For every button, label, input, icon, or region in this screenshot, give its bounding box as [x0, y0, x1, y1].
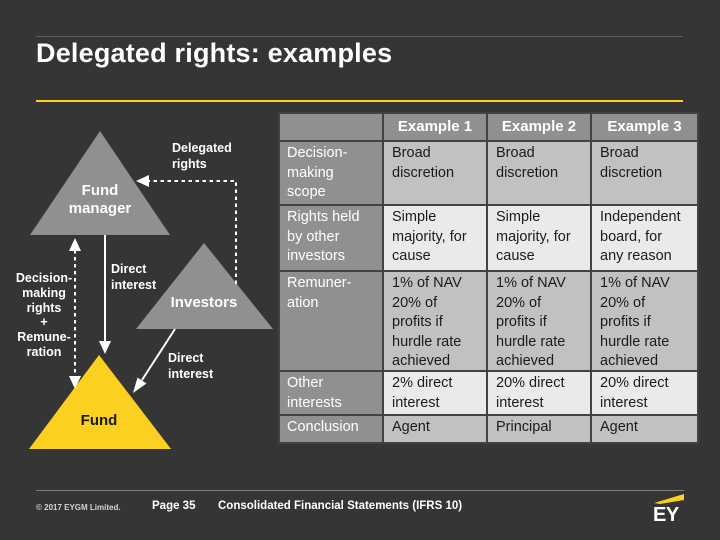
- fund-triangle: [29, 355, 171, 449]
- table-cell: 2% direct interest: [384, 372, 486, 414]
- table-column-header: Example 3: [592, 114, 697, 140]
- table-row-label: Rights held by other investors: [280, 206, 382, 270]
- investors-label: Investors: [170, 294, 238, 311]
- direct-interest-manager-arrowhead: [99, 341, 111, 354]
- decision-rights-arrowhead-up: [69, 238, 81, 251]
- top-divider-line: [36, 36, 683, 37]
- delegated-rights-label: Delegated rights: [172, 141, 232, 171]
- decision-rights-arrowhead-down: [69, 376, 81, 389]
- table-cell: Agent: [384, 416, 486, 442]
- table-column-header: Example 2: [488, 114, 590, 140]
- table-column-header: Example 1: [384, 114, 486, 140]
- table-row-label: Decision- making scope: [280, 142, 382, 204]
- title-accent-line: [36, 100, 683, 102]
- direct-interest-investors-arrowhead: [133, 377, 147, 393]
- table-cell: 1% of NAV 20% of profits if hurdle rate …: [592, 272, 697, 370]
- decision-making-rights-label: Decision- making rights + Remune- ration: [15, 271, 73, 359]
- table-cell: Broad discretion: [384, 142, 486, 204]
- ey-logo-text: EY: [653, 504, 679, 526]
- fund-manager-triangle: [30, 131, 170, 235]
- examples-table: Example 1 Example 2 Example 3 Decision- …: [278, 112, 699, 444]
- table-row-label: Conclusion: [280, 416, 382, 442]
- footer-copyright: © 2017 EYGM Limited.: [36, 503, 121, 512]
- fund-label: Fund: [80, 412, 118, 429]
- delegated-rights-dashed-arrow: [148, 180, 237, 284]
- footer-divider-line: [36, 490, 684, 491]
- table-cell: Broad discretion: [592, 142, 697, 204]
- ey-logo: EY: [648, 492, 692, 534]
- ey-logo-beam-icon: [654, 494, 684, 504]
- table-cell: 1% of NAV 20% of profits if hurdle rate …: [488, 272, 590, 370]
- table-corner-cell: [280, 114, 382, 140]
- table-row-label: Other interests: [280, 372, 382, 414]
- footer-page-number: Page 35: [152, 500, 196, 512]
- investors-triangle: [136, 243, 273, 329]
- footer-document-title: Consolidated Financial Statements (IFRS …: [218, 500, 463, 512]
- page-title: Delegated rights: examples: [36, 38, 393, 68]
- fund-manager-label: Fund manager: [68, 182, 132, 217]
- table-cell: Agent: [592, 416, 697, 442]
- table-cell: Simple majority, for cause: [384, 206, 486, 270]
- table-cell: Principal: [488, 416, 590, 442]
- table-cell: Simple majority, for cause: [488, 206, 590, 270]
- direct-interest-investors-label: Direct interest: [168, 351, 214, 381]
- delegated-rights-arrowhead: [136, 175, 149, 187]
- table-cell: 20% direct interest: [488, 372, 590, 414]
- table-cell: Independent board, for any reason: [592, 206, 697, 270]
- direct-interest-manager-label: Direct interest: [111, 262, 157, 292]
- table-cell: 1% of NAV 20% of profits if hurdle rate …: [384, 272, 486, 370]
- table-cell: Broad discretion: [488, 142, 590, 204]
- table-row-label: Remuner- ation: [280, 272, 382, 370]
- table-cell: 20% direct interest: [592, 372, 697, 414]
- direct-interest-investors-line: [141, 328, 176, 381]
